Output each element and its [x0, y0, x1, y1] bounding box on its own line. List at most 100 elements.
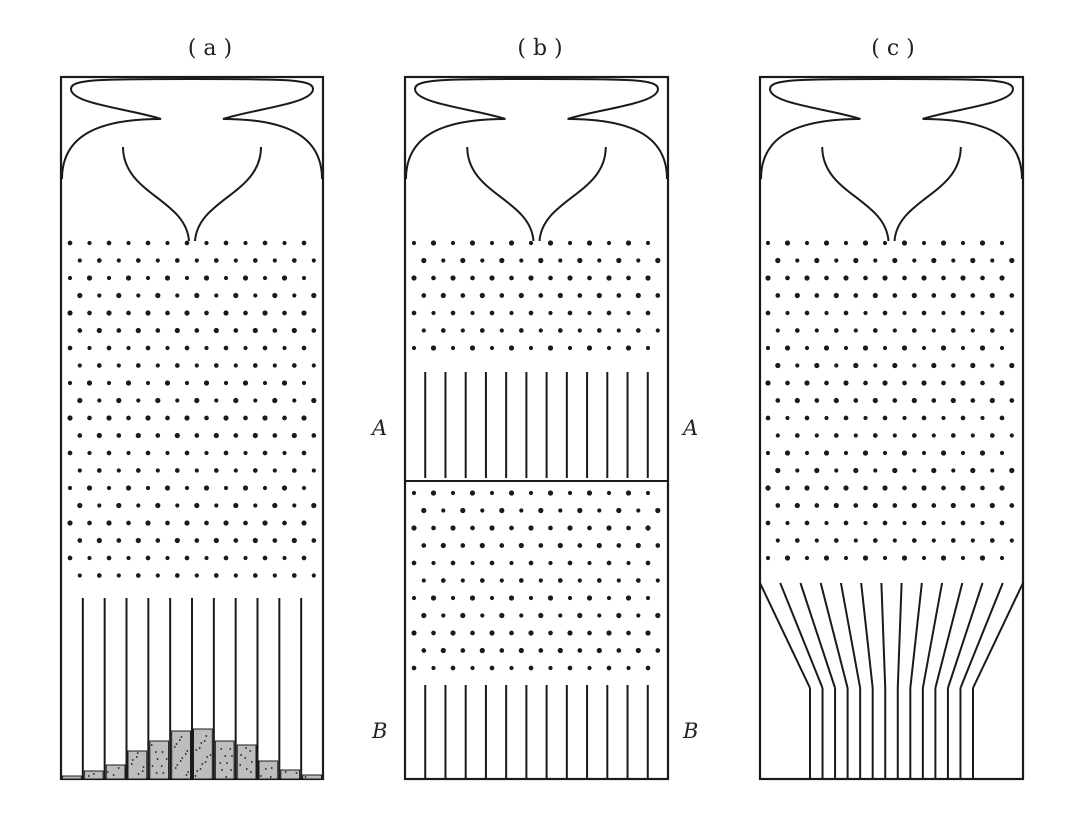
peg: [519, 508, 524, 513]
peg: [606, 665, 612, 671]
peg: [911, 502, 917, 509]
peg: [931, 503, 937, 508]
peg: [804, 450, 810, 456]
peg: [999, 520, 1005, 526]
peg: [863, 520, 868, 526]
peg: [833, 433, 839, 438]
peg: [67, 485, 73, 491]
peg: [960, 240, 966, 246]
peg: [155, 538, 161, 543]
peg: [990, 468, 995, 473]
peg: [784, 345, 791, 351]
peg: [311, 468, 316, 473]
peg: [430, 595, 437, 601]
peg: [577, 578, 582, 583]
peg: [67, 555, 73, 561]
peg: [184, 240, 190, 246]
peg: [824, 415, 829, 421]
peg: [450, 665, 456, 671]
peg: [223, 380, 229, 386]
peg: [509, 630, 514, 636]
peg: [145, 380, 151, 386]
peg: [921, 275, 927, 281]
bin-pile: [62, 775, 82, 780]
peg: [116, 363, 121, 368]
channel-line: [860, 582, 874, 689]
peg: [174, 537, 180, 544]
peg: [145, 240, 151, 246]
peg: [155, 397, 161, 404]
peg: [970, 398, 976, 403]
pile-grain: [230, 769, 233, 771]
peg: [814, 433, 819, 438]
pile-grain: [203, 740, 206, 742]
peg: [989, 328, 995, 333]
peg: [145, 520, 151, 526]
peg: [233, 502, 239, 509]
peg: [970, 328, 975, 333]
peg: [645, 345, 651, 351]
peg: [941, 520, 946, 526]
peg: [223, 450, 229, 456]
peg: [538, 257, 544, 264]
pile-grain: [250, 771, 252, 773]
peg: [911, 292, 917, 299]
peg: [606, 560, 612, 566]
peg: [135, 573, 141, 578]
peg: [1009, 328, 1014, 333]
peg: [765, 275, 771, 281]
peg: [184, 310, 190, 316]
peg: [77, 397, 83, 404]
peg: [262, 345, 268, 351]
peg: [882, 520, 888, 526]
peg: [233, 538, 239, 543]
peg: [470, 630, 475, 636]
peg: [970, 257, 976, 264]
hopper-right-wing: [191, 78, 323, 180]
peg: [272, 292, 278, 299]
peg: [655, 612, 661, 619]
peg: [272, 468, 277, 473]
peg: [441, 508, 446, 513]
pile-grain: [231, 755, 233, 757]
peg: [243, 415, 248, 421]
peg: [921, 345, 927, 351]
funnel-edge: [759, 582, 811, 689]
pile-grain: [226, 762, 228, 764]
peg: [547, 595, 554, 601]
peg: [635, 292, 641, 299]
pile-grain: [179, 760, 182, 762]
peg: [558, 508, 563, 513]
peg: [567, 595, 573, 601]
peg: [882, 345, 888, 351]
peg: [1009, 503, 1015, 508]
peg: [794, 292, 800, 299]
peg: [567, 345, 573, 351]
peg: [596, 647, 602, 654]
peg: [548, 310, 553, 316]
peg: [116, 502, 122, 509]
peg: [411, 310, 417, 316]
peg: [125, 380, 132, 386]
peg: [567, 310, 573, 316]
peg: [941, 310, 946, 316]
peg: [203, 275, 210, 281]
peg: [223, 275, 229, 281]
peg: [518, 578, 524, 583]
peg: [291, 573, 297, 578]
peg: [194, 502, 200, 509]
peg: [67, 380, 73, 386]
peg: [853, 293, 859, 298]
pile-grain: [209, 754, 212, 756]
peg: [301, 450, 307, 456]
pile-grain: [130, 763, 133, 765]
peg: [450, 525, 456, 531]
peg: [262, 310, 268, 316]
peg: [136, 398, 141, 403]
peg: [175, 398, 180, 403]
peg: [980, 520, 985, 526]
peg: [136, 503, 141, 508]
peg: [645, 560, 651, 566]
pile-grain: [106, 771, 109, 773]
peg: [941, 485, 946, 491]
